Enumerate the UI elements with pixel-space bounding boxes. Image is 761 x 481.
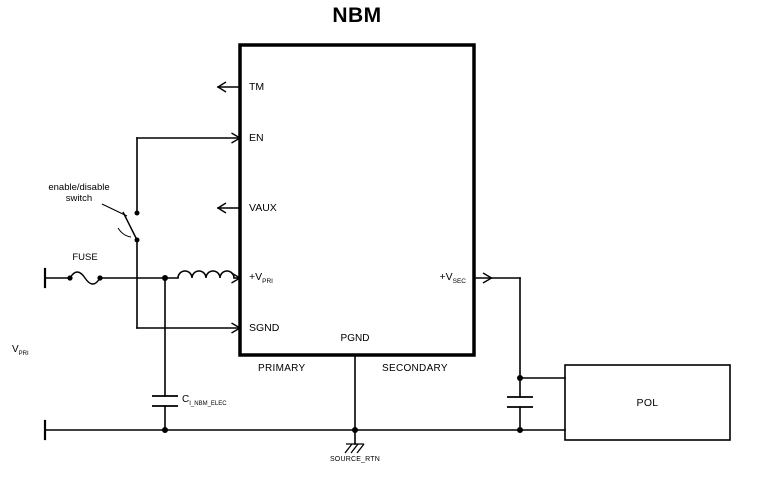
pin-label-pgnd: PGND (340, 333, 370, 344)
pin-label-vpri-sub: PRI (262, 278, 273, 286)
input-capacitor-icon (152, 395, 178, 407)
pol-block-outline (564, 364, 731, 441)
pin-label-vsec: +VSEC (396, 271, 466, 285)
junction-dot (352, 427, 358, 433)
pin-label-en: EN (249, 132, 264, 144)
pol-block-label: POL (636, 396, 659, 409)
pin-label-vaux: VAUX (249, 202, 277, 214)
sgnd-arrow-icon (231, 322, 242, 334)
pin-label-vpri-base: +V (249, 271, 263, 283)
switch-label-pointer (101, 203, 128, 217)
input-capacitor-sub: I_NBM_ELEC (189, 401, 227, 407)
junction-dot (517, 375, 523, 381)
source-rtn-label: SOURCE_RTN (329, 456, 381, 463)
fuse-label: FUSE (72, 252, 98, 263)
junction-dot (162, 275, 168, 281)
pin-label-vsec-sub: SEC (452, 278, 466, 286)
pin-label-tm: TM (249, 81, 265, 93)
junction-dot (162, 427, 168, 433)
fuse-icon (67, 271, 103, 285)
primary-side-label: PRIMARY (258, 363, 306, 374)
diagram-title: NBM (332, 4, 382, 27)
arrowheads (216, 81, 493, 334)
junction-dots (162, 275, 523, 433)
pin-label-sgnd: SGND (249, 322, 280, 334)
vpri-arrow-icon (231, 272, 242, 284)
en-arrow-icon (231, 132, 242, 144)
nbm-module-outline (238, 43, 476, 357)
pin-label-vpri: +VPRI (249, 271, 273, 285)
source-voltage-sub: PRI (18, 351, 29, 357)
source-voltage-base: V (12, 344, 19, 355)
vaux-arrow-icon (216, 202, 227, 214)
input-capacitor-base: C (182, 394, 190, 405)
output-capacitor-icon (507, 396, 533, 408)
vsec-arrow-icon (482, 272, 493, 284)
pin-label-vsec-base: +V (439, 271, 453, 283)
switch-icon (117, 210, 140, 243)
ground-icon (344, 443, 365, 454)
secondary-side-label: SECONDARY (382, 363, 448, 374)
enable-switch-label: enable/disable switch (36, 182, 122, 204)
enable-switch-label-line1: enable/disable (48, 182, 110, 193)
junction-dot (517, 427, 523, 433)
enable-switch-label-line2: switch (65, 193, 93, 204)
inductor-icon (177, 270, 235, 279)
source-voltage-label: VPRI (12, 344, 29, 357)
tm-arrow-icon (216, 81, 227, 93)
input-capacitor-label: CI_NBM_ELEC (182, 394, 227, 407)
